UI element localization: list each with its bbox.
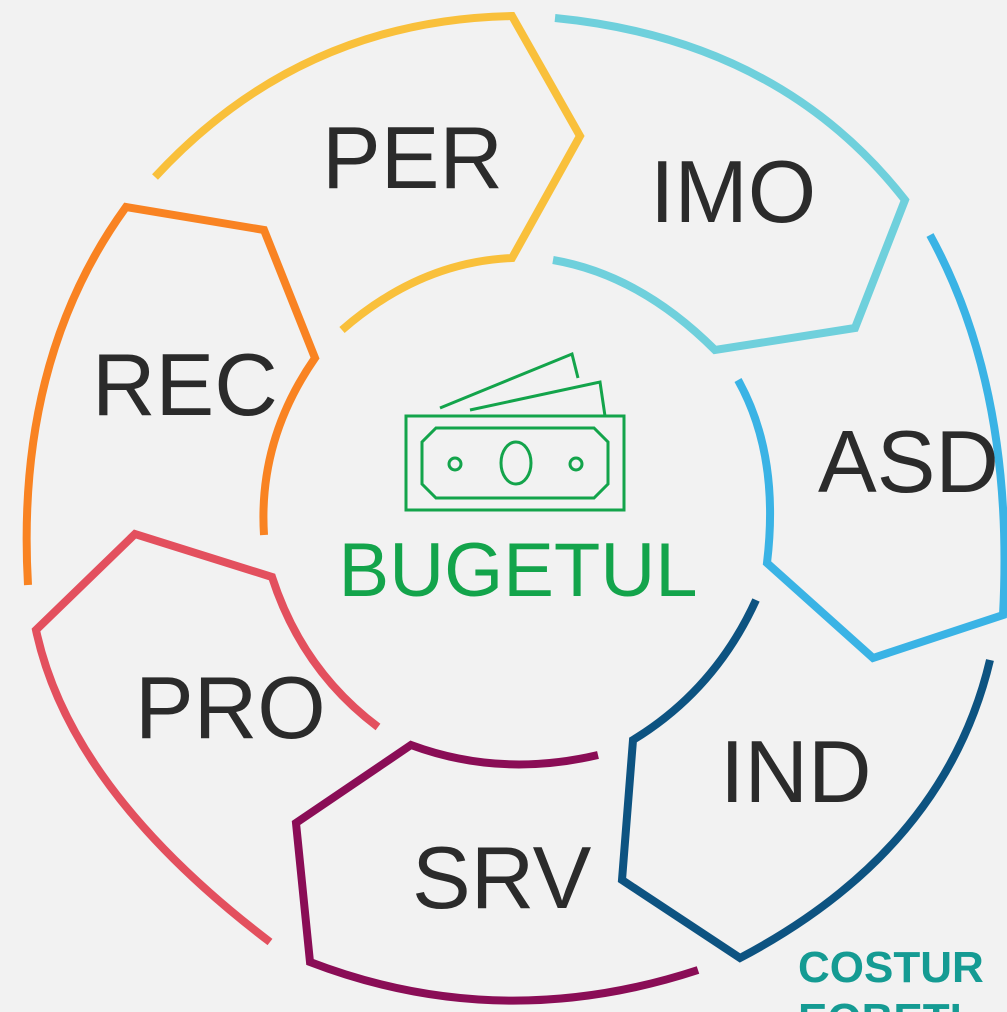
segment-rec-label: REC: [92, 335, 278, 434]
money-bills-icon: [404, 351, 626, 512]
segment-asd-outline: [734, 233, 1007, 663]
center-title: BUGETUL: [339, 528, 698, 613]
segment-ind-label: IND: [720, 722, 872, 821]
segment-pro-label: PRO: [135, 658, 326, 757]
segment-imo-outline: [552, 14, 910, 355]
segment-srv-outline: [291, 740, 700, 1005]
segment-rec-outline: [22, 202, 320, 586]
segment-asd-label: ASD: [818, 412, 999, 511]
corner-heading-line1: COSTUR: [798, 943, 984, 992]
segment-per-label: PER: [322, 108, 503, 207]
segment-pro-outline: [31, 529, 381, 946]
segment-srv-label: SRV: [412, 828, 592, 927]
segment-imo-label: IMO: [650, 142, 816, 241]
segment-per-outline: [152, 11, 585, 334]
segment-ind-outline: [617, 598, 994, 963]
corner-heading-line2: EOBETI: [798, 995, 962, 1012]
